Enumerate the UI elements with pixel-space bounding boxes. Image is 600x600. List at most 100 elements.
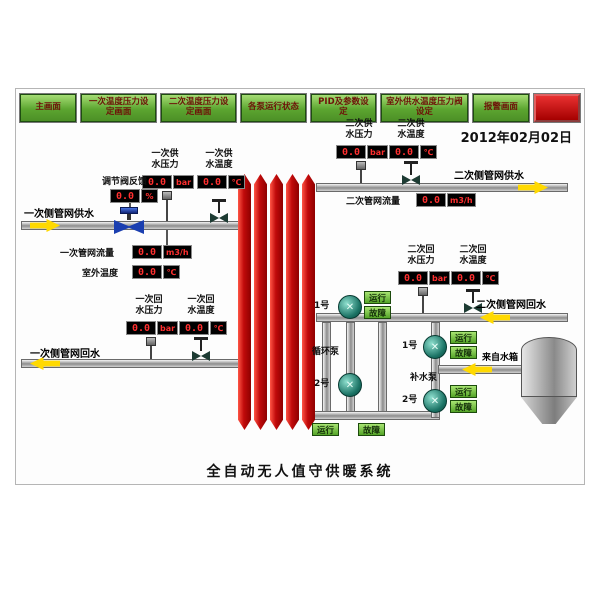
makeup-pump1-icon bbox=[423, 335, 447, 359]
makeup-pump2-fault-indicator: 故障 bbox=[450, 400, 477, 413]
secondary-flow-label: 二次管网流量 bbox=[346, 197, 401, 207]
circulation-pump-group-label: 循环泵 bbox=[312, 347, 340, 357]
secondary-supply-pipe-label: 二次侧管网供水 bbox=[454, 171, 524, 182]
display-value: 0.0 bbox=[132, 245, 162, 259]
circulation-pump1-name: 1号 bbox=[314, 301, 330, 311]
display-value: 0.0 bbox=[451, 271, 481, 285]
display-unit: ℃ bbox=[228, 175, 245, 189]
circulation-pump2-fault-indicator: 故障 bbox=[358, 423, 385, 436]
button-alarm-screen[interactable]: 报警画面 bbox=[472, 94, 530, 122]
secondary-return-pressure-label: 二次回水压力 bbox=[407, 245, 435, 266]
primary-supply-pressure-label: 一次供水压力 bbox=[151, 149, 179, 170]
primary-return-temp-display: 0.0 ℃ bbox=[179, 321, 227, 335]
valve-feedback-label: 调节阀反馈 bbox=[102, 177, 148, 187]
exchanger-plate bbox=[302, 174, 315, 430]
primary-supply-pipe-label: 一次侧管网供水 bbox=[24, 209, 94, 220]
exchanger-plate bbox=[270, 174, 283, 430]
pressure-sensor-icon bbox=[162, 191, 172, 221]
circulation-pump2-run-indicator: 运行 bbox=[312, 423, 339, 436]
outdoor-temp-label: 室外温度 bbox=[82, 269, 119, 279]
display-value: 0.0 bbox=[142, 175, 172, 189]
circulation-pump1-run-indicator: 运行 bbox=[364, 291, 391, 304]
display-value: 0.0 bbox=[110, 189, 140, 203]
button-pid-settings[interactable]: PID及参数设定 bbox=[310, 94, 376, 122]
display-unit: bar bbox=[367, 145, 389, 159]
button-outdoor-supply-valve-settings[interactable]: 室外供水温度压力阀设定 bbox=[380, 94, 468, 122]
page-title: 全自动无人值守供暖系统 bbox=[206, 464, 394, 480]
display-unit: bar bbox=[173, 175, 195, 189]
secondary-return-pressure-display: 0.0 bar bbox=[398, 271, 451, 285]
exchanger-plate bbox=[286, 174, 299, 430]
primary-supply-temp-label: 一次供水温度 bbox=[205, 149, 233, 170]
display-value: 0.0 bbox=[336, 145, 366, 159]
display-unit: m3/h bbox=[447, 193, 476, 207]
water-tank bbox=[521, 337, 577, 425]
valve-stem bbox=[127, 214, 131, 220]
valve-body bbox=[114, 220, 144, 234]
outdoor-temp-display: 0.0 ℃ bbox=[132, 265, 180, 279]
display-value: 0.0 bbox=[126, 321, 156, 335]
secondary-return-pipe bbox=[316, 313, 568, 322]
button-primary-temp-pressure-settings[interactable]: 一次温度压力设定画面 bbox=[81, 94, 157, 122]
makeup-pump2-name: 2号 bbox=[402, 395, 418, 405]
display-unit: ℃ bbox=[482, 271, 499, 285]
exchanger-plate bbox=[238, 174, 251, 430]
display-value: 0.0 bbox=[132, 265, 162, 279]
toolbar: 主画面 一次温度压力设定画面 二次温度压力设定画面 各泵运行状态 PID及参数设… bbox=[20, 94, 581, 122]
temperature-sensor-icon bbox=[464, 289, 482, 313]
circulation-pump2-icon bbox=[338, 373, 362, 397]
display-value: 0.0 bbox=[398, 271, 428, 285]
primary-return-pressure-label: 一次回水压力 bbox=[135, 295, 163, 316]
temperature-sensor-icon bbox=[210, 199, 228, 223]
secondary-supply-temp-display: 0.0 ℃ bbox=[389, 145, 437, 159]
makeup-pump-group-label: 补水泵 bbox=[410, 373, 438, 383]
display-value: 0.0 bbox=[416, 193, 446, 207]
makeup-pump2-icon bbox=[423, 389, 447, 413]
display-value: 0.0 bbox=[197, 175, 227, 189]
button-main-screen[interactable]: 主画面 bbox=[20, 94, 77, 122]
control-valve-icon bbox=[114, 207, 144, 235]
makeup-pump2-run-indicator: 运行 bbox=[450, 385, 477, 398]
display-unit: bar bbox=[157, 321, 179, 335]
secondary-supply-pipe bbox=[316, 183, 568, 192]
secondary-return-pipe-label: 二次侧管网回水 bbox=[476, 300, 546, 311]
date-display: 2012年02月02日 bbox=[460, 131, 572, 146]
primary-return-pipe-label: 一次侧管网回水 bbox=[30, 349, 100, 360]
pressure-sensor-icon bbox=[356, 161, 366, 183]
button-pump-status[interactable]: 各泵运行状态 bbox=[241, 94, 306, 122]
from-tank-label: 来自水箱 bbox=[482, 353, 519, 363]
button-secondary-temp-pressure-settings[interactable]: 二次温度压力设定画面 bbox=[161, 94, 237, 122]
connector-line bbox=[166, 230, 168, 245]
exchanger-plate bbox=[254, 174, 267, 430]
display-unit: ℃ bbox=[210, 321, 227, 335]
secondary-return-temp-display: 0.0 ℃ bbox=[451, 271, 499, 285]
makeup-pump1-fault-indicator: 故障 bbox=[450, 346, 477, 359]
display-unit: % bbox=[141, 189, 158, 203]
primary-supply-pressure-display: 0.0 bar bbox=[142, 175, 195, 189]
temperature-sensor-icon bbox=[192, 337, 210, 361]
pressure-sensor-icon bbox=[418, 287, 428, 313]
circulation-bypass-left-pipe bbox=[322, 322, 331, 418]
circulation-pump1-icon bbox=[338, 295, 362, 319]
bottom-connector-pipe bbox=[311, 411, 440, 420]
circulation-bypass-right-pipe bbox=[378, 322, 387, 418]
secondary-return-temp-label: 二次回水温度 bbox=[459, 245, 487, 266]
alarm-lamp-indicator bbox=[534, 94, 581, 122]
valve-feedback-display: 0.0 % bbox=[110, 189, 158, 203]
primary-flow-display: 0.0 m3/h bbox=[132, 245, 192, 259]
pressure-sensor-icon bbox=[146, 337, 156, 359]
circulation-pump2-name: 2号 bbox=[314, 379, 330, 389]
primary-return-temp-label: 一次回水温度 bbox=[187, 295, 215, 316]
secondary-supply-temp-label: 二次供水温度 bbox=[397, 119, 425, 140]
hmi-screen: 主画面 一次温度压力设定画面 二次温度压力设定画面 各泵运行状态 PID及参数设… bbox=[15, 88, 585, 485]
makeup-pump1-run-indicator: 运行 bbox=[450, 331, 477, 344]
makeup-pump1-name: 1号 bbox=[402, 341, 418, 351]
display-value: 0.0 bbox=[389, 145, 419, 159]
primary-flow-label: 一次管网流量 bbox=[60, 249, 115, 259]
temperature-sensor-icon bbox=[402, 161, 420, 185]
circulation-main-pipe bbox=[346, 322, 355, 418]
secondary-flow-display: 0.0 m3/h bbox=[416, 193, 476, 207]
secondary-supply-pressure-display: 0.0 bar bbox=[336, 145, 389, 159]
heat-exchanger bbox=[238, 174, 318, 430]
primary-return-pressure-display: 0.0 bar bbox=[126, 321, 179, 335]
